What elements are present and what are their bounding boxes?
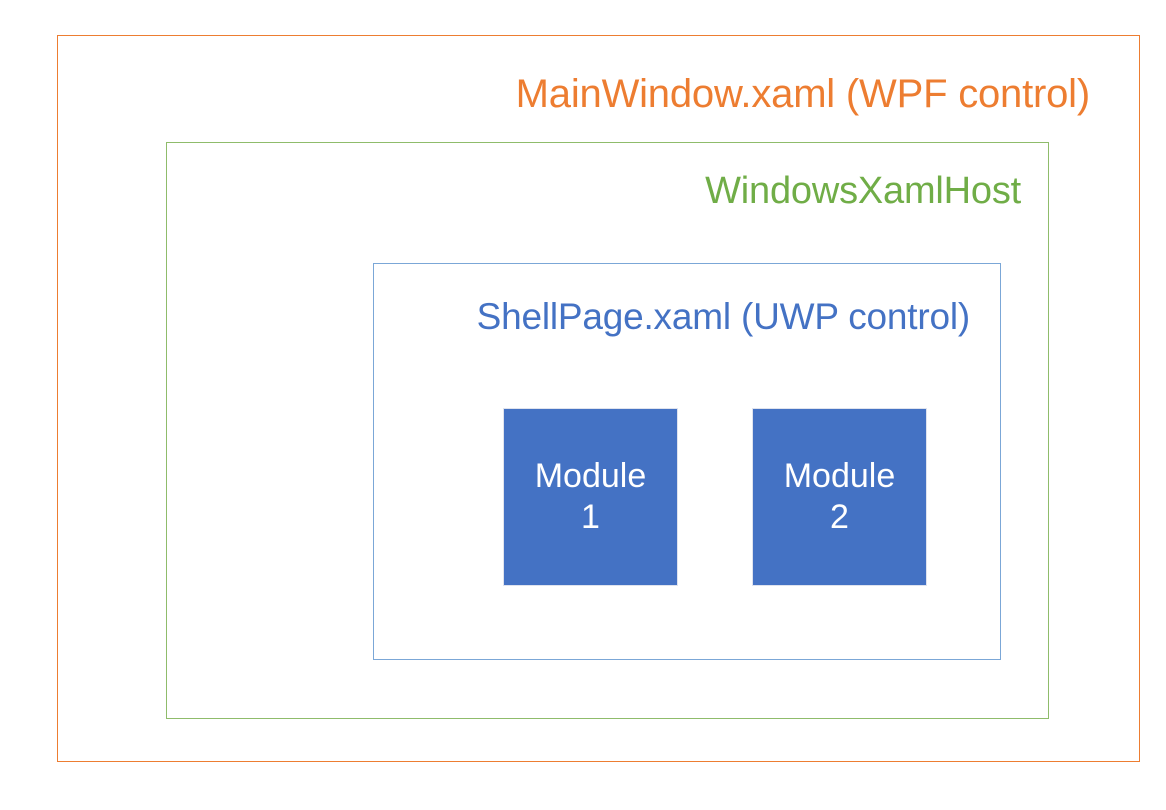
layer-box-wpf-mainwindow: MainWindow.xaml (WPF control) WindowsXam…	[57, 35, 1140, 762]
module-1-name: Module	[534, 456, 647, 495]
module-block-2: Module 2	[752, 408, 927, 586]
module-block-1: Module 1	[503, 408, 678, 586]
layer-label-uwp-shellpage: ShellPage.xaml (UWP control)	[476, 296, 971, 337]
module-2-index: 2	[830, 498, 849, 536]
layer-label-wpf-mainwindow: MainWindow.xaml (WPF control)	[515, 72, 1091, 116]
layer-box-uwp-shellpage: ShellPage.xaml (UWP control) Module 1 Mo…	[373, 263, 1001, 660]
module-2-name: Module	[783, 456, 896, 495]
layer-label-windowsxamlhost: WindowsXamlHost	[705, 170, 1021, 212]
layer-box-windowsxamlhost: WindowsXamlHost ShellPage.xaml (UWP cont…	[166, 142, 1049, 719]
module-1-index: 1	[581, 498, 600, 536]
